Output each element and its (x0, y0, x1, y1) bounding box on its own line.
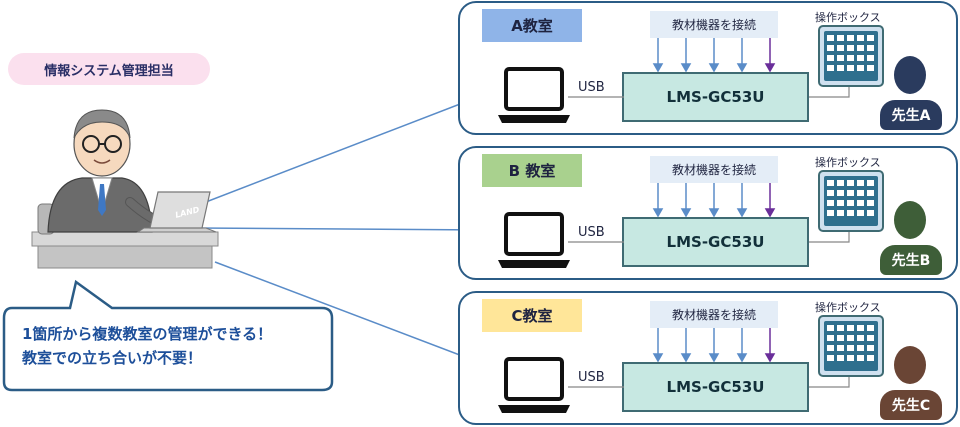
lms-device: LMS-GC53U (622, 217, 809, 267)
classroom-tag: A教室 (482, 9, 582, 42)
usb-label: USB (578, 80, 605, 95)
box-connector (809, 377, 850, 388)
teacher-icon (894, 346, 926, 384)
classroom-panel-a: A教室 教材機器を接続 LMS-GC53U USB 操作ボックス (458, 1, 958, 135)
usb-connector (568, 386, 624, 388)
callout-text: 1箇所から複数教室の管理ができる！ 教室での立ち合いが不要！ (12, 322, 328, 370)
box-connector (809, 87, 850, 98)
connect-label: 教材機器を接続 (650, 156, 778, 183)
laptop-icon (498, 212, 570, 268)
connect-arrows (652, 183, 776, 217)
connect-label: 教材機器を接続 (650, 11, 778, 38)
classroom-panel-b: B 教室 教材機器を接続 LMS-GC53U USB 操作ボックス (458, 146, 958, 280)
connect-arrows (652, 38, 776, 72)
callout-line-2: 教室での立ち合いが不要！ (22, 349, 203, 367)
teacher-icon (894, 56, 926, 94)
control-box-label: 操作ボックス (815, 156, 881, 169)
usb-label: USB (578, 370, 605, 385)
classroom-tag: B 教室 (482, 154, 582, 187)
laptop-icon (498, 357, 570, 413)
control-box-icon (818, 170, 884, 232)
control-box-label: 操作ボックス (815, 11, 881, 24)
teacher-label: 先生C (880, 390, 942, 420)
connect-arrows (652, 328, 776, 362)
usb-label: USB (578, 225, 605, 240)
callout-line-1: 1箇所から複数教室の管理ができる！ (22, 325, 273, 343)
lms-device: LMS-GC53U (622, 72, 809, 122)
manager-illustration (31, 109, 219, 269)
teacher-icon (894, 201, 926, 239)
usb-connector (568, 96, 624, 98)
control-box-label: 操作ボックス (815, 301, 881, 314)
manager-label: 情報システム管理担当 (8, 53, 210, 85)
classroom-tag: C教室 (482, 299, 582, 332)
box-connector (809, 232, 850, 243)
control-box-icon (818, 25, 884, 87)
usb-connector (568, 241, 624, 243)
teacher-label: 先生A (880, 100, 942, 130)
classroom-panel-c: C教室 教材機器を接続 LMS-GC53U USB 操作ボックス (458, 291, 958, 425)
teacher-label: 先生B (880, 245, 942, 275)
callout-bubble (2, 279, 334, 392)
control-box-icon (818, 315, 884, 377)
connect-label: 教材機器を接続 (650, 301, 778, 328)
laptop-icon (498, 67, 570, 123)
lms-device: LMS-GC53U (622, 362, 809, 412)
